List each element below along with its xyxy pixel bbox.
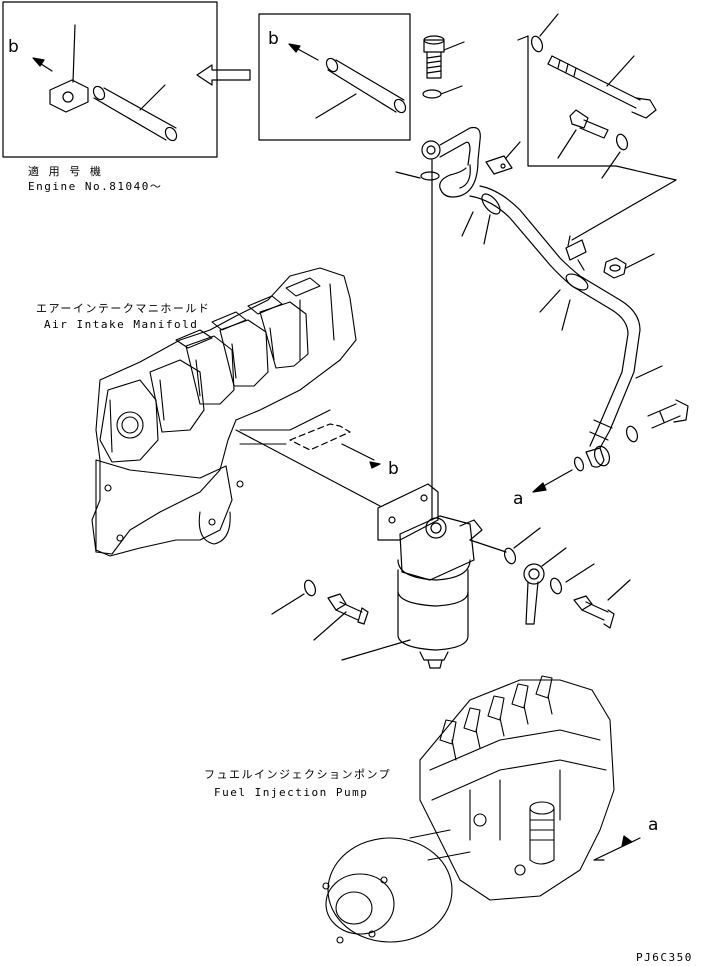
manifold-label-jp: エアーインテークマニホールド [36, 302, 211, 315]
hollow-bolt-top [423, 35, 465, 79]
washer-filter-bolt [303, 579, 317, 597]
inset-applicability-en: Engine No.81040〜 [28, 180, 163, 193]
fuel-pipe [421, 126, 641, 468]
short-bolt [557, 109, 609, 159]
filter-bolt [313, 593, 369, 641]
inset-frame [2, 1, 218, 158]
detail-b-box [258, 13, 411, 141]
applicability-inset [2, 1, 218, 158]
long-bolt [547, 55, 657, 119]
banjo-bolt-right [647, 399, 689, 429]
inset-marker-b: b [8, 37, 19, 57]
detail-b-marker: b [268, 29, 279, 49]
callout-b-manifold: b [388, 459, 399, 479]
bolt-filter-right [573, 579, 631, 629]
washer-short-bolt [615, 133, 629, 151]
callout-a-pump: a [648, 815, 659, 835]
washer-lower-a [573, 456, 585, 472]
eye-joint-filter [523, 547, 567, 625]
manifold-label-en: Air Intake Manifold [44, 318, 199, 331]
pump-label-jp: フュエルインジェクションポンプ [204, 768, 392, 781]
drawing-code: PJ6C350 [636, 951, 693, 964]
fuel-filter [377, 483, 483, 669]
callout-a-right: a [513, 489, 524, 509]
nut [603, 253, 655, 279]
washer-top [422, 89, 442, 99]
washer-filter-right [503, 547, 517, 565]
detail-b-frame [258, 13, 411, 141]
washer-long-bolt [530, 35, 544, 53]
inset-applicability-jp: 適 用 号 機 [28, 165, 103, 178]
hollow-arrow-icon [196, 64, 251, 86]
pump-label-en: Fuel Injection Pump [214, 786, 369, 799]
washer-mid [420, 171, 440, 181]
fuel-injection-pump [322, 675, 615, 944]
washer-filter-eye [549, 577, 563, 595]
air-intake-manifold [91, 267, 357, 557]
washer-right-a [625, 425, 639, 443]
